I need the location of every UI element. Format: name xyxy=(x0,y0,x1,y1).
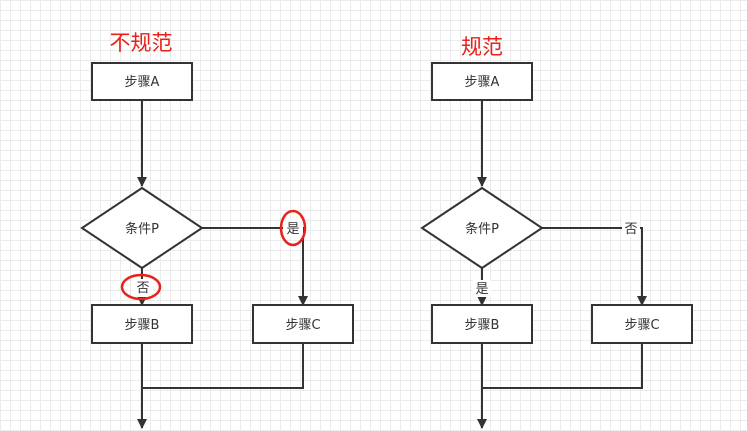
left-edge-label-no: 否 xyxy=(120,273,162,301)
right-title: 规范 xyxy=(461,35,503,59)
left-step-a-label: 步骤A xyxy=(125,75,160,90)
right-node-step-b: 步骤B xyxy=(431,304,533,344)
left-title: 不规范 xyxy=(110,31,173,55)
left-condition-label: 条件P xyxy=(125,221,159,237)
left-edge-label-yes: 是 xyxy=(279,209,307,247)
left-node-step-b: 步骤B xyxy=(91,304,193,344)
right-label-no-text: 否 xyxy=(624,222,637,237)
left-label-no-text: 否 xyxy=(136,281,149,296)
right-condition-label: 条件P xyxy=(465,221,499,237)
right-edge-label-no: 否 xyxy=(622,220,640,237)
edge-condition-to-step-c xyxy=(202,227,308,306)
right-step-c-label: 步骤C xyxy=(624,318,659,333)
left-node-condition: 条件P xyxy=(80,186,204,270)
edge-condition-to-step-c xyxy=(542,227,647,306)
left-step-b-label: 步骤B xyxy=(125,318,160,333)
right-node-step-c: 步骤C xyxy=(591,304,693,344)
left-step-c-label: 步骤C xyxy=(285,318,320,333)
right-node-condition: 条件P xyxy=(420,186,544,270)
left-highlight-ring-yes xyxy=(279,209,307,247)
left-flowchart: 不规范 步骤A 条件P 步骤B 步骤C 是 xyxy=(80,31,354,429)
right-step-a-label: 步骤A xyxy=(465,75,500,90)
right-label-yes-text: 是 xyxy=(475,282,488,297)
edge-step-c-merge xyxy=(142,343,304,389)
edge-step-c-merge xyxy=(482,343,643,389)
left-node-step-c: 步骤C xyxy=(252,304,354,344)
right-node-step-a: 步骤A xyxy=(431,62,533,101)
right-edge-label-yes: 是 xyxy=(473,280,491,297)
right-step-b-label: 步骤B xyxy=(465,318,500,333)
left-highlight-ring-no xyxy=(120,273,162,301)
right-flowchart: 规范 步骤A 条件P 步骤B 步骤C 否 是 xyxy=(420,35,693,429)
left-label-yes-text: 是 xyxy=(286,222,299,237)
left-node-step-a: 步骤A xyxy=(91,62,193,101)
